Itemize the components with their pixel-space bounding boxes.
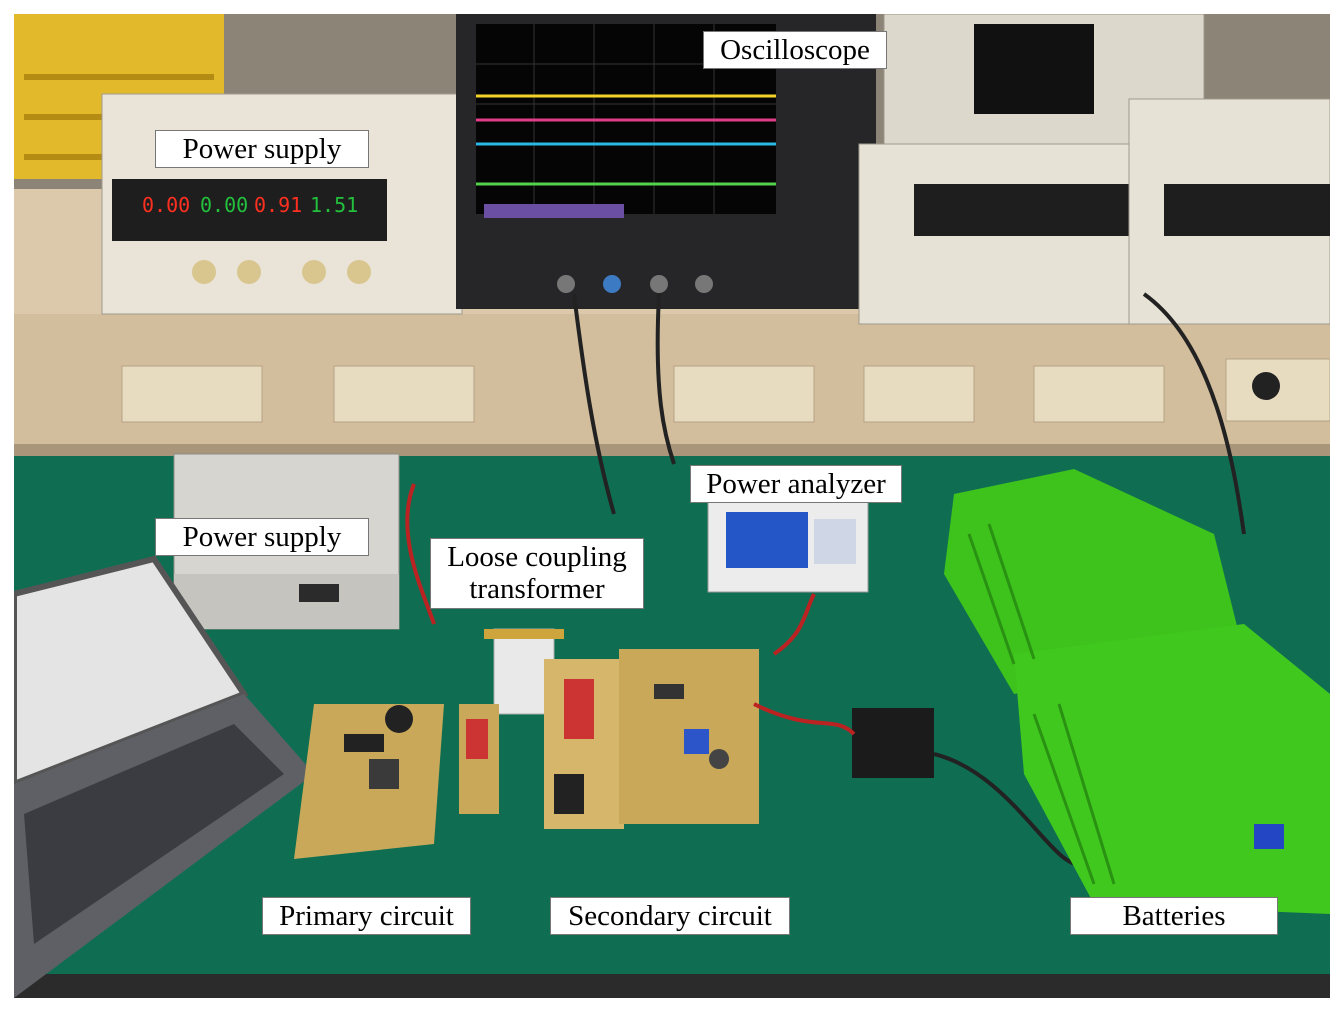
label-secondary-circuit: Secondary circuit xyxy=(550,897,790,936)
fuse-block xyxy=(852,708,934,778)
bottom-power-supply xyxy=(173,453,400,630)
label-transformer-line2: transformer xyxy=(469,573,605,606)
svg-text:0.91: 0.91 xyxy=(254,193,302,217)
lab-photo: 0.00 0.00 0.91 1.51 xyxy=(14,14,1330,998)
svg-text:0.00: 0.00 xyxy=(142,193,190,217)
label-power-supply-top: Power supply xyxy=(155,130,369,169)
label-power-analyzer: Power analyzer xyxy=(690,465,902,504)
secondary-circuit-board xyxy=(544,649,759,829)
power-analyzer-device xyxy=(707,501,869,593)
label-oscilloscope: Oscilloscope xyxy=(703,31,887,70)
lab-scene: 0.00 0.00 0.91 1.51 xyxy=(14,14,1330,998)
svg-text:0.00: 0.00 xyxy=(200,193,248,217)
label-transformer-line1: Loose coupling xyxy=(447,541,627,573)
svg-text:1.51: 1.51 xyxy=(310,193,358,217)
top-right-instruments xyxy=(858,14,1330,325)
batteries-stack xyxy=(944,469,1330,914)
laptop xyxy=(14,555,314,998)
label-batteries: Batteries xyxy=(1070,897,1278,936)
label-power-supply-bottom: Power supply xyxy=(155,518,369,557)
label-loose-coupling-transformer: Loose coupling transformer xyxy=(430,538,644,609)
wires xyxy=(405,292,1246,867)
label-primary-circuit: Primary circuit xyxy=(262,897,471,936)
primary-circuit-board xyxy=(294,704,499,859)
top-power-supply-left: 0.00 0.00 0.91 1.51 xyxy=(101,93,463,315)
